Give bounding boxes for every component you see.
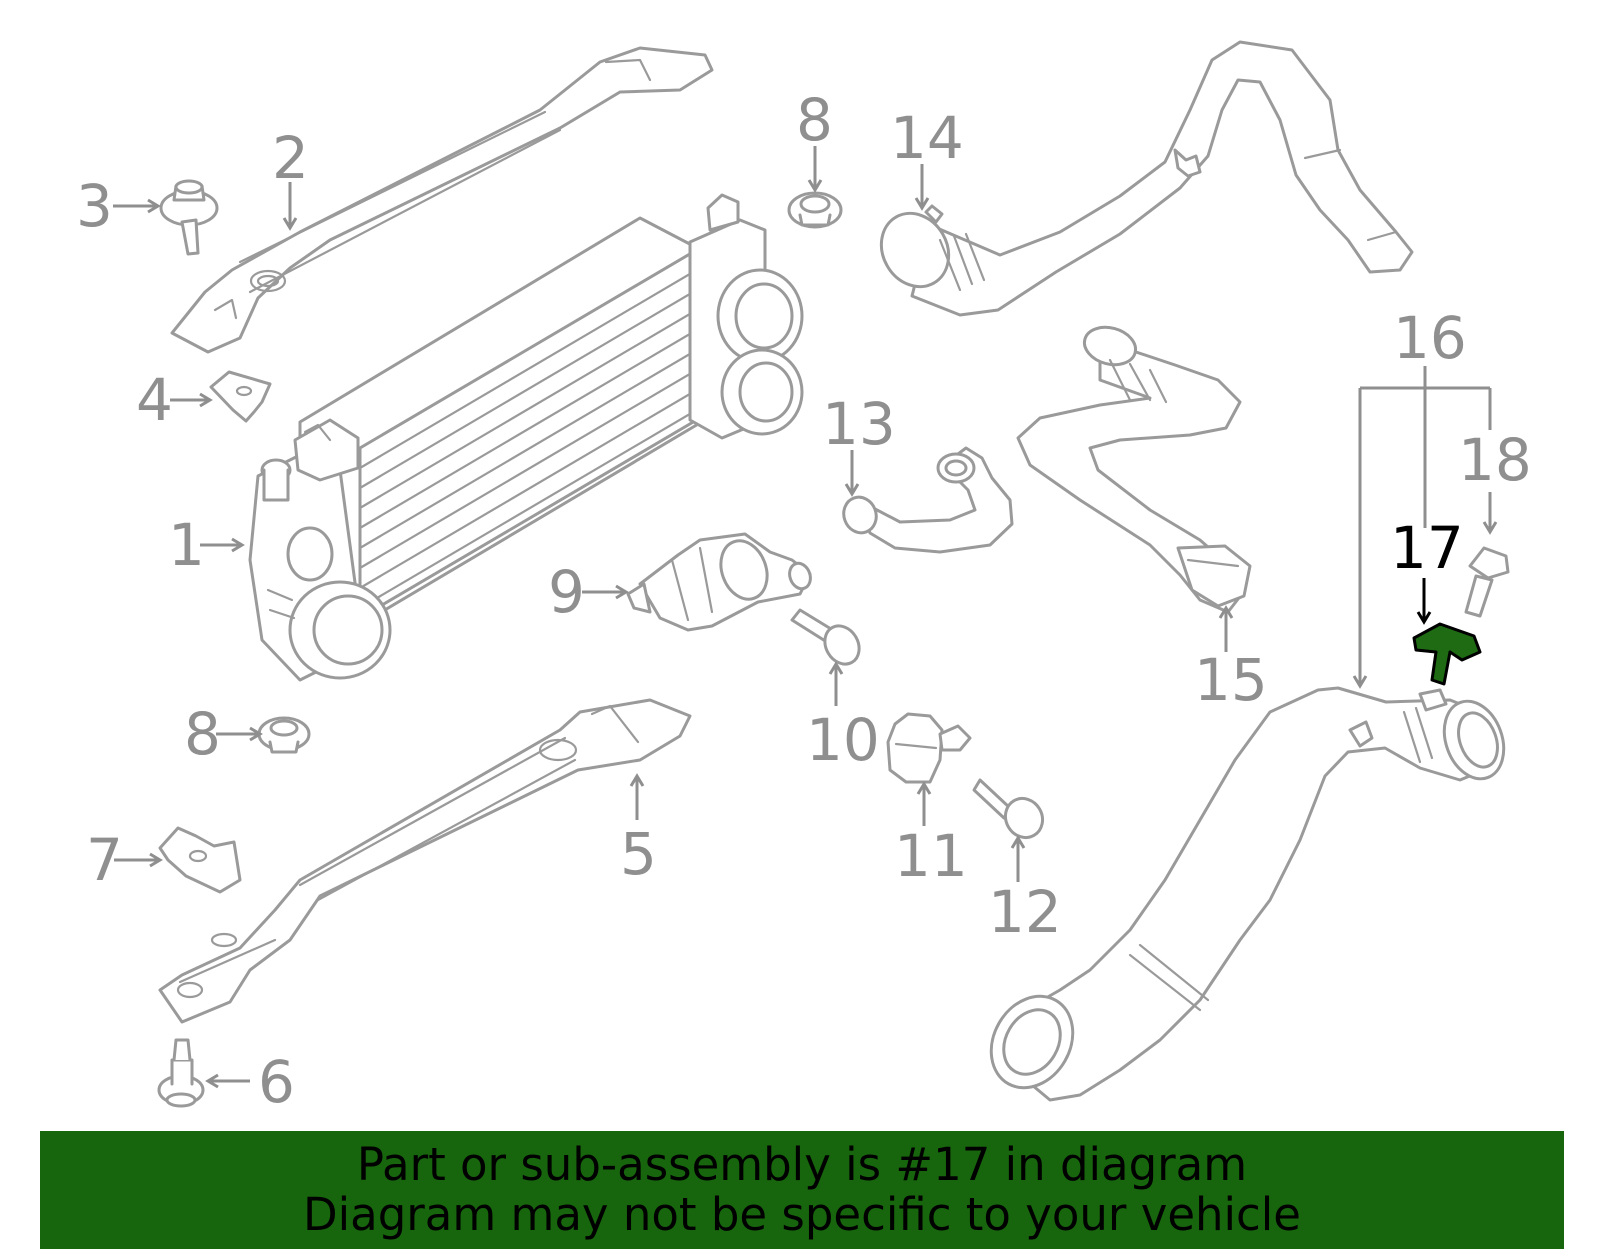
callout-7: 7 [86, 826, 123, 894]
callout-2: 2 [272, 124, 309, 192]
callout-8-top: 8 [796, 86, 833, 154]
callout-12: 12 [988, 878, 1062, 946]
part-5-lower-bracket[interactable] [158, 698, 692, 1024]
callout-5: 5 [620, 820, 657, 888]
banner-line-1: Part or sub-assembly is #17 in diagram [356, 1138, 1248, 1191]
leader-lines [113, 146, 1498, 1089]
callout-11: 11 [894, 822, 968, 890]
part-6-bolt[interactable] [157, 1038, 205, 1108]
part-17-bracket-highlighted[interactable] [1412, 622, 1482, 686]
info-banner: Part or sub-assembly is #17 in diagram D… [40, 1131, 1564, 1249]
part-2-upper-bracket[interactable] [170, 46, 714, 354]
part-1-intercooler[interactable] [248, 193, 804, 682]
part-3-bolt[interactable] [159, 179, 219, 256]
part-8-grommet-bottom[interactable] [257, 716, 311, 754]
part-18-bolt[interactable] [1464, 546, 1510, 618]
part-11-sensor[interactable] [886, 712, 972, 784]
part-14-upper-hose[interactable] [868, 40, 1414, 317]
callout-1: 1 [168, 511, 205, 579]
callout-16: 16 [1393, 304, 1467, 372]
part-10-bolt[interactable] [790, 608, 866, 670]
banner-line-2: Diagram may not be specific to your vehi… [303, 1188, 1301, 1241]
callout-4: 4 [136, 366, 173, 434]
callout-17: 17 [1390, 514, 1464, 582]
part-15-middle-hose[interactable] [1016, 322, 1252, 614]
callout-14: 14 [890, 104, 964, 172]
callout-13: 13 [822, 390, 896, 458]
part-7-clip[interactable] [158, 826, 242, 894]
callout-3: 3 [76, 172, 113, 240]
callout-8-bottom: 8 [184, 700, 221, 768]
part-9-sensor[interactable] [626, 532, 814, 632]
part-16-lower-hose[interactable] [975, 686, 1514, 1103]
callout-10: 10 [806, 706, 880, 774]
callout-6: 6 [258, 1048, 295, 1116]
part-8-grommet-top[interactable] [787, 191, 843, 229]
callout-9: 9 [548, 558, 585, 626]
part-13-small-hose[interactable] [839, 446, 1014, 554]
callout-labels: 1 2 3 4 5 6 7 8 8 9 10 11 12 13 14 15 16… [76, 86, 1532, 1116]
callout-15: 15 [1194, 646, 1268, 714]
callout-18: 18 [1458, 426, 1532, 494]
part-4-clip[interactable] [209, 370, 272, 423]
part-12-bolt[interactable] [972, 778, 1050, 844]
